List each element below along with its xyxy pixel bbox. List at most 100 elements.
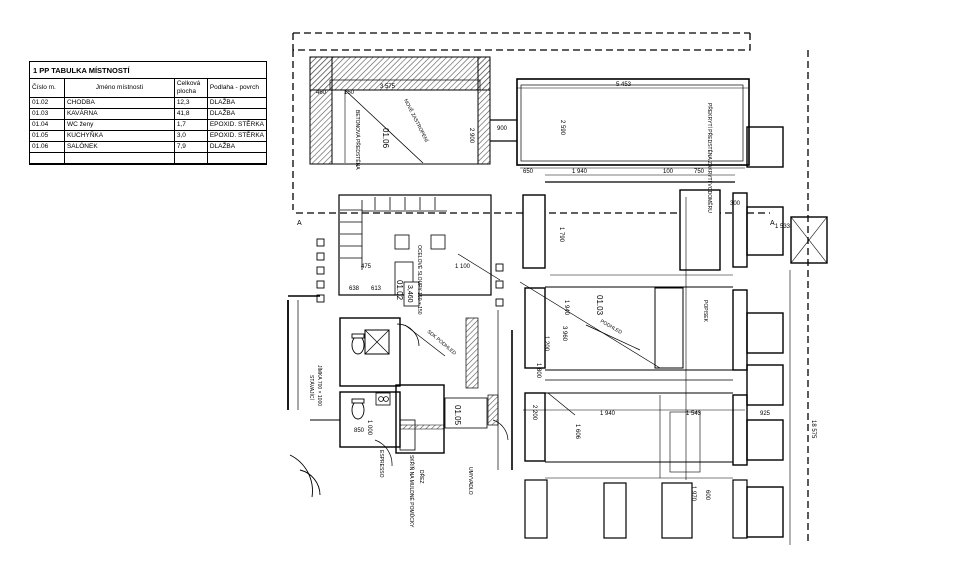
col-header-area: Celková plocha <box>174 79 208 98</box>
toilet-fixtures <box>351 333 365 420</box>
cell-name: SALÓNEK <box>64 141 175 153</box>
cell-floor: EPOXID. STĚRKA <box>207 119 266 131</box>
room-label-0102: 01.02 <box>395 280 404 301</box>
cell-name: KAVÁRNA <box>64 108 175 120</box>
cell-number: 01.05 <box>30 130 65 142</box>
dim-1543: 1 543 <box>686 411 702 417</box>
cell-empty <box>207 152 266 164</box>
cell-floor: EPOXID. STĚRKA <box>207 130 266 142</box>
dim-650: 650 <box>523 169 534 175</box>
main-walls <box>329 78 750 166</box>
dim-850: 850 <box>354 428 365 434</box>
cell-empty <box>30 152 65 164</box>
cell-area: 1,7 <box>174 119 208 131</box>
room-schedule-grid: Číslo m. Jméno místnosti Celková plocha … <box>30 79 266 164</box>
cell-name: WC ženy <box>64 119 175 131</box>
bottom-arcs <box>289 419 340 498</box>
table-row: 01.03 KAVÁRNA 41,8 DLAŽBA <box>30 108 266 120</box>
note-skrin: SKŘÍŇ NA MULDNÉ POMŮCKY <box>408 455 416 528</box>
note-sdk: SDK PODHLED <box>426 329 458 357</box>
dim-3960: 3 960 <box>561 326 567 342</box>
dimension-lines <box>310 87 791 545</box>
dim-150: 150 <box>344 90 355 96</box>
dim-300: 300 <box>730 201 741 207</box>
dim-600: 600 <box>704 490 710 501</box>
room-label-0105: 01.05 <box>453 405 462 426</box>
cell-name: CHODBA <box>64 97 175 109</box>
note-podhled: PODHLED <box>599 319 623 336</box>
room-schedule-header-row: Číslo m. Jméno místnosti Celková plocha … <box>30 79 266 98</box>
note-espresso: ESPRESSO <box>378 450 384 478</box>
dim-460: 460 <box>316 90 327 96</box>
note-umyvadlo: UMYVADLO <box>467 467 473 495</box>
section-marker-a-left: A <box>297 220 302 227</box>
dim-475: 475 <box>361 264 372 270</box>
note-betonova: BETONOVÁ PŘEDSTĚNA <box>354 110 362 170</box>
cell-number: 01.04 <box>30 119 65 131</box>
table-row: 01.05 KUCHYŇKA 3,0 EPOXID. STĚRKA <box>30 130 266 142</box>
col-header-number: Číslo m. <box>30 79 65 98</box>
table-row: 01.04 WC ženy 1,7 EPOXID. STĚRKA <box>30 119 266 131</box>
dim-750: 750 <box>694 169 705 175</box>
cell-name: KUCHYŇKA <box>64 130 175 142</box>
symbol-squares <box>316 238 504 307</box>
note-popisek: POPISEK <box>702 300 708 323</box>
dim-613: 613 <box>371 286 382 292</box>
note-drez: DŘEZ <box>418 470 426 484</box>
dim-1200: 1 200 <box>543 336 549 352</box>
dim-925: 925 <box>760 411 771 417</box>
dim-1790: 1 790 <box>558 227 564 243</box>
dim-18575: 18 575 <box>810 420 816 439</box>
section-marker-a-right: A <box>770 220 775 227</box>
wc-kitchen-block <box>287 295 509 467</box>
cell-number: 01.03 <box>30 108 65 120</box>
dim-5453: 5 453 <box>616 82 632 88</box>
column-piers <box>522 189 748 466</box>
cell-number: 01.06 <box>30 141 65 153</box>
dim-1940: 1 940 <box>572 169 588 175</box>
interior-walls <box>497 174 735 480</box>
bottom-bays <box>524 479 748 539</box>
cell-area: 41,8 <box>174 108 208 120</box>
table-row: 01.02 CHODBA 12,3 DLAŽBA <box>30 97 266 109</box>
room-label-0103: 01.03 <box>595 295 604 316</box>
dimension-texts: 3 575 5 453 2 900 2 590 1 940 650 900 75… <box>316 82 816 502</box>
leader-lines <box>404 253 661 416</box>
room-label-0106: 01.06 <box>381 128 390 149</box>
room-schedule-table: 1 PP TABULKA MÍSTNOSTÍ Číslo m. Jméno mí… <box>29 61 267 165</box>
dim-2200: 2 200 <box>531 405 537 421</box>
cell-number: 01.02 <box>30 97 65 109</box>
dim-2590: 2 590 <box>559 120 565 136</box>
room-schedule-title: 1 PP TABULKA MÍSTNOSTÍ <box>30 62 266 79</box>
note-stavajici: STÁVAJÍCÍ <box>308 375 315 401</box>
room-area-label: 3,460 <box>406 285 413 303</box>
col-header-name: Jméno místnosti <box>64 79 175 98</box>
note-jimka: JÍMKA 700 × 1000 <box>316 365 323 406</box>
room-labels: 01.06 01.02 01.03 01.05 3,460 <box>381 128 604 426</box>
table-row-empty <box>30 152 266 164</box>
dim-1100: 1 100 <box>455 264 471 270</box>
cell-floor: DLAŽBA <box>207 141 266 153</box>
note-prekryti: PŘEKRYTÍ PŘEDSTĚNA ZAKRYTÍ VODOMĚRU <box>706 103 714 213</box>
dim-900: 900 <box>497 126 508 132</box>
room-0106-walls <box>309 56 491 165</box>
cell-area: 7,9 <box>174 141 208 153</box>
dim-1940c: 1 940 <box>563 300 569 316</box>
hatched-partitions <box>399 317 499 430</box>
bay-windows <box>746 126 828 538</box>
cell-area: 12,3 <box>174 97 208 109</box>
dim-1606: 1 606 <box>574 424 580 440</box>
dim-2900: 2 900 <box>468 128 474 144</box>
staircase <box>338 194 492 296</box>
cell-empty <box>174 152 208 164</box>
note-oceli: OCELOVÉ SLOUPY 150 × 150 <box>416 245 423 315</box>
dim-1970: 1 970 <box>690 486 696 502</box>
cell-floor: DLAŽBA <box>207 97 266 109</box>
dim-638: 638 <box>349 286 360 292</box>
dim-1533: 1 533 <box>775 224 791 230</box>
cell-empty <box>64 152 175 164</box>
dim-1800: 1 800 <box>535 363 541 379</box>
col-header-floor: Podlaha - povrch <box>207 79 266 98</box>
dim-1940b: 1 940 <box>600 411 616 417</box>
